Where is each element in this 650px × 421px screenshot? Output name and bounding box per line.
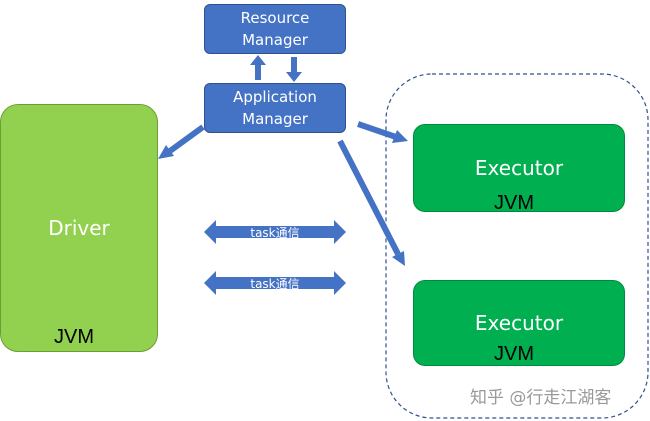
task-channel-2: [204, 271, 346, 295]
resource-manager-box: Resource Manager: [204, 4, 346, 54]
application-manager-box: Application Manager: [204, 83, 346, 133]
executor-bottom-box: Executor: [413, 280, 625, 366]
driver-label: Driver: [48, 216, 110, 240]
arrow-rm-to-am: [286, 57, 302, 82]
resource-manager-line2: Manager: [242, 31, 308, 49]
executor-bottom-label: Executor: [474, 311, 564, 335]
arrow-am-to-executor-bottom: [337, 139, 405, 266]
driver-jvm-label: JVM: [54, 326, 94, 348]
watermark-text: 知乎 @行走江湖客: [470, 388, 612, 408]
executor-top-jvm-label: JVM: [494, 192, 534, 214]
arrow-am-to-rm: [250, 55, 266, 80]
executor-top-label: Executor: [474, 156, 564, 180]
arrow-am-to-driver: [158, 124, 205, 159]
application-manager-line1: Application: [233, 88, 317, 106]
executor-top-box: Executor: [413, 124, 625, 212]
arrow-am-to-executor-top: [357, 121, 408, 143]
task-channel-1: [204, 220, 346, 244]
executor-bottom-jvm-label: JVM: [494, 343, 534, 365]
resource-manager-line1: Resource: [240, 9, 310, 27]
driver-box: Driver: [0, 104, 158, 352]
task-channel-2-label: task通信: [250, 277, 300, 291]
cluster-container: [385, 73, 649, 419]
application-manager-line2: Manager: [242, 110, 308, 128]
task-channel-1-label: task通信: [250, 226, 300, 240]
